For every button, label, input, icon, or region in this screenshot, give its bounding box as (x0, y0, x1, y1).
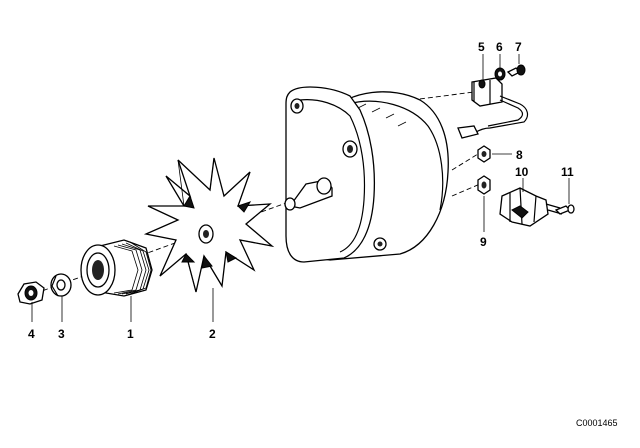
nut-part-4 (17, 281, 45, 305)
pulley-part-1 (80, 239, 153, 297)
part-label-8: 8 (516, 148, 523, 162)
part-label-11: 11 (561, 165, 574, 179)
part-label-7: 7 (515, 40, 522, 54)
part-number-labels: 1 2 3 4 5 6 7 8 9 10 11 (28, 40, 574, 341)
regulator-part-10 (499, 187, 563, 227)
part-label-1: 1 (127, 327, 134, 341)
part-label-3: 3 (58, 327, 65, 341)
alternator-housing (284, 86, 449, 263)
fan-part-2 (143, 157, 275, 293)
part-label-10: 10 (515, 165, 529, 179)
nut-part-8 (477, 145, 491, 163)
reference-code: C0001465 (576, 418, 618, 428)
washer-part-3 (50, 273, 72, 297)
part-label-4: 4 (28, 327, 35, 341)
leader-lines (31, 54, 570, 322)
part-label-6: 6 (496, 40, 503, 54)
part-label-5: 5 (478, 40, 485, 54)
screw-part-11 (554, 204, 575, 215)
nut-part-9 (477, 175, 491, 195)
part-label-9: 9 (480, 235, 487, 249)
part-label-2: 2 (209, 327, 216, 341)
washer-part-6 (494, 67, 506, 81)
screw-part-7 (506, 64, 526, 77)
bracket-part-5 (457, 77, 529, 139)
